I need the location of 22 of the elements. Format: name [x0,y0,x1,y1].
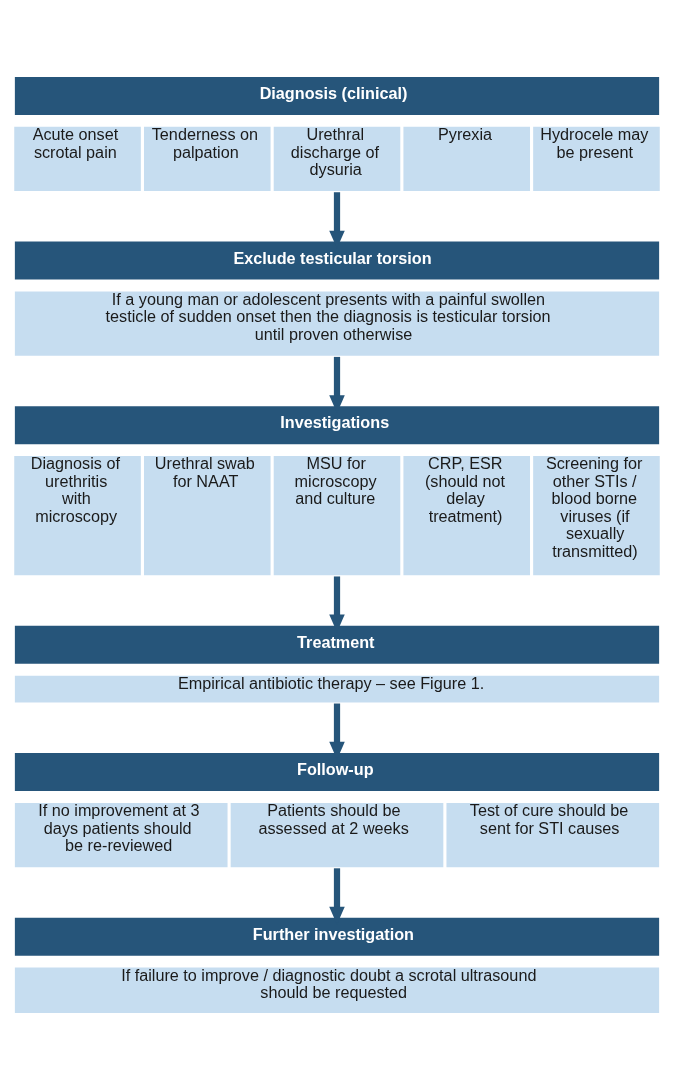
node-box: Test of cure should be sent for STI causes [444,800,661,869]
node-box: Urethral discharge of dysuria [271,124,403,193]
node-box: Investigations [13,403,661,446]
node-box: If no improvement at 3 days patients should be re-reviewed [13,800,230,869]
node-box: Patients should be assessed at 2 weeks [228,800,446,869]
node-box: Pyrexia [401,124,532,193]
node-box: Further investigation [13,915,661,958]
node-box: Acute onset scrotal pain [12,124,143,193]
node-box: Hydrocele may be present [531,124,662,193]
node-box: Treatment [13,623,661,666]
node-box: If failure to improve / diagnostic doubt a scrotal ultrasound should be requested [13,965,661,1015]
node-box: Screening for other STIs / blood borne viruses (if sexually transmitted) [531,453,662,577]
node-box: CRP, ESR (should not delay treatment) [401,453,532,577]
node-box: Exclude testicular torsion [13,239,661,281]
node-box: Follow-up [13,750,661,793]
node-box: Tenderness on palpation [142,124,273,193]
node-box: MSU for microscopy and culture [271,453,403,577]
node-box: Diagnosis of urethritis with microscopy [12,453,143,577]
node-box: Diagnosis (clinical) [13,74,661,117]
node-box: If a young man or adolescent presents with a painful swollen testicle of sudden onset then the diagnosis is testicular torsion until proven otherwise [13,289,661,358]
node-box: Empirical antibiotic therapy – see Figure 1. [13,673,661,704]
node-box: Urethral swab for NAAT [142,453,273,577]
